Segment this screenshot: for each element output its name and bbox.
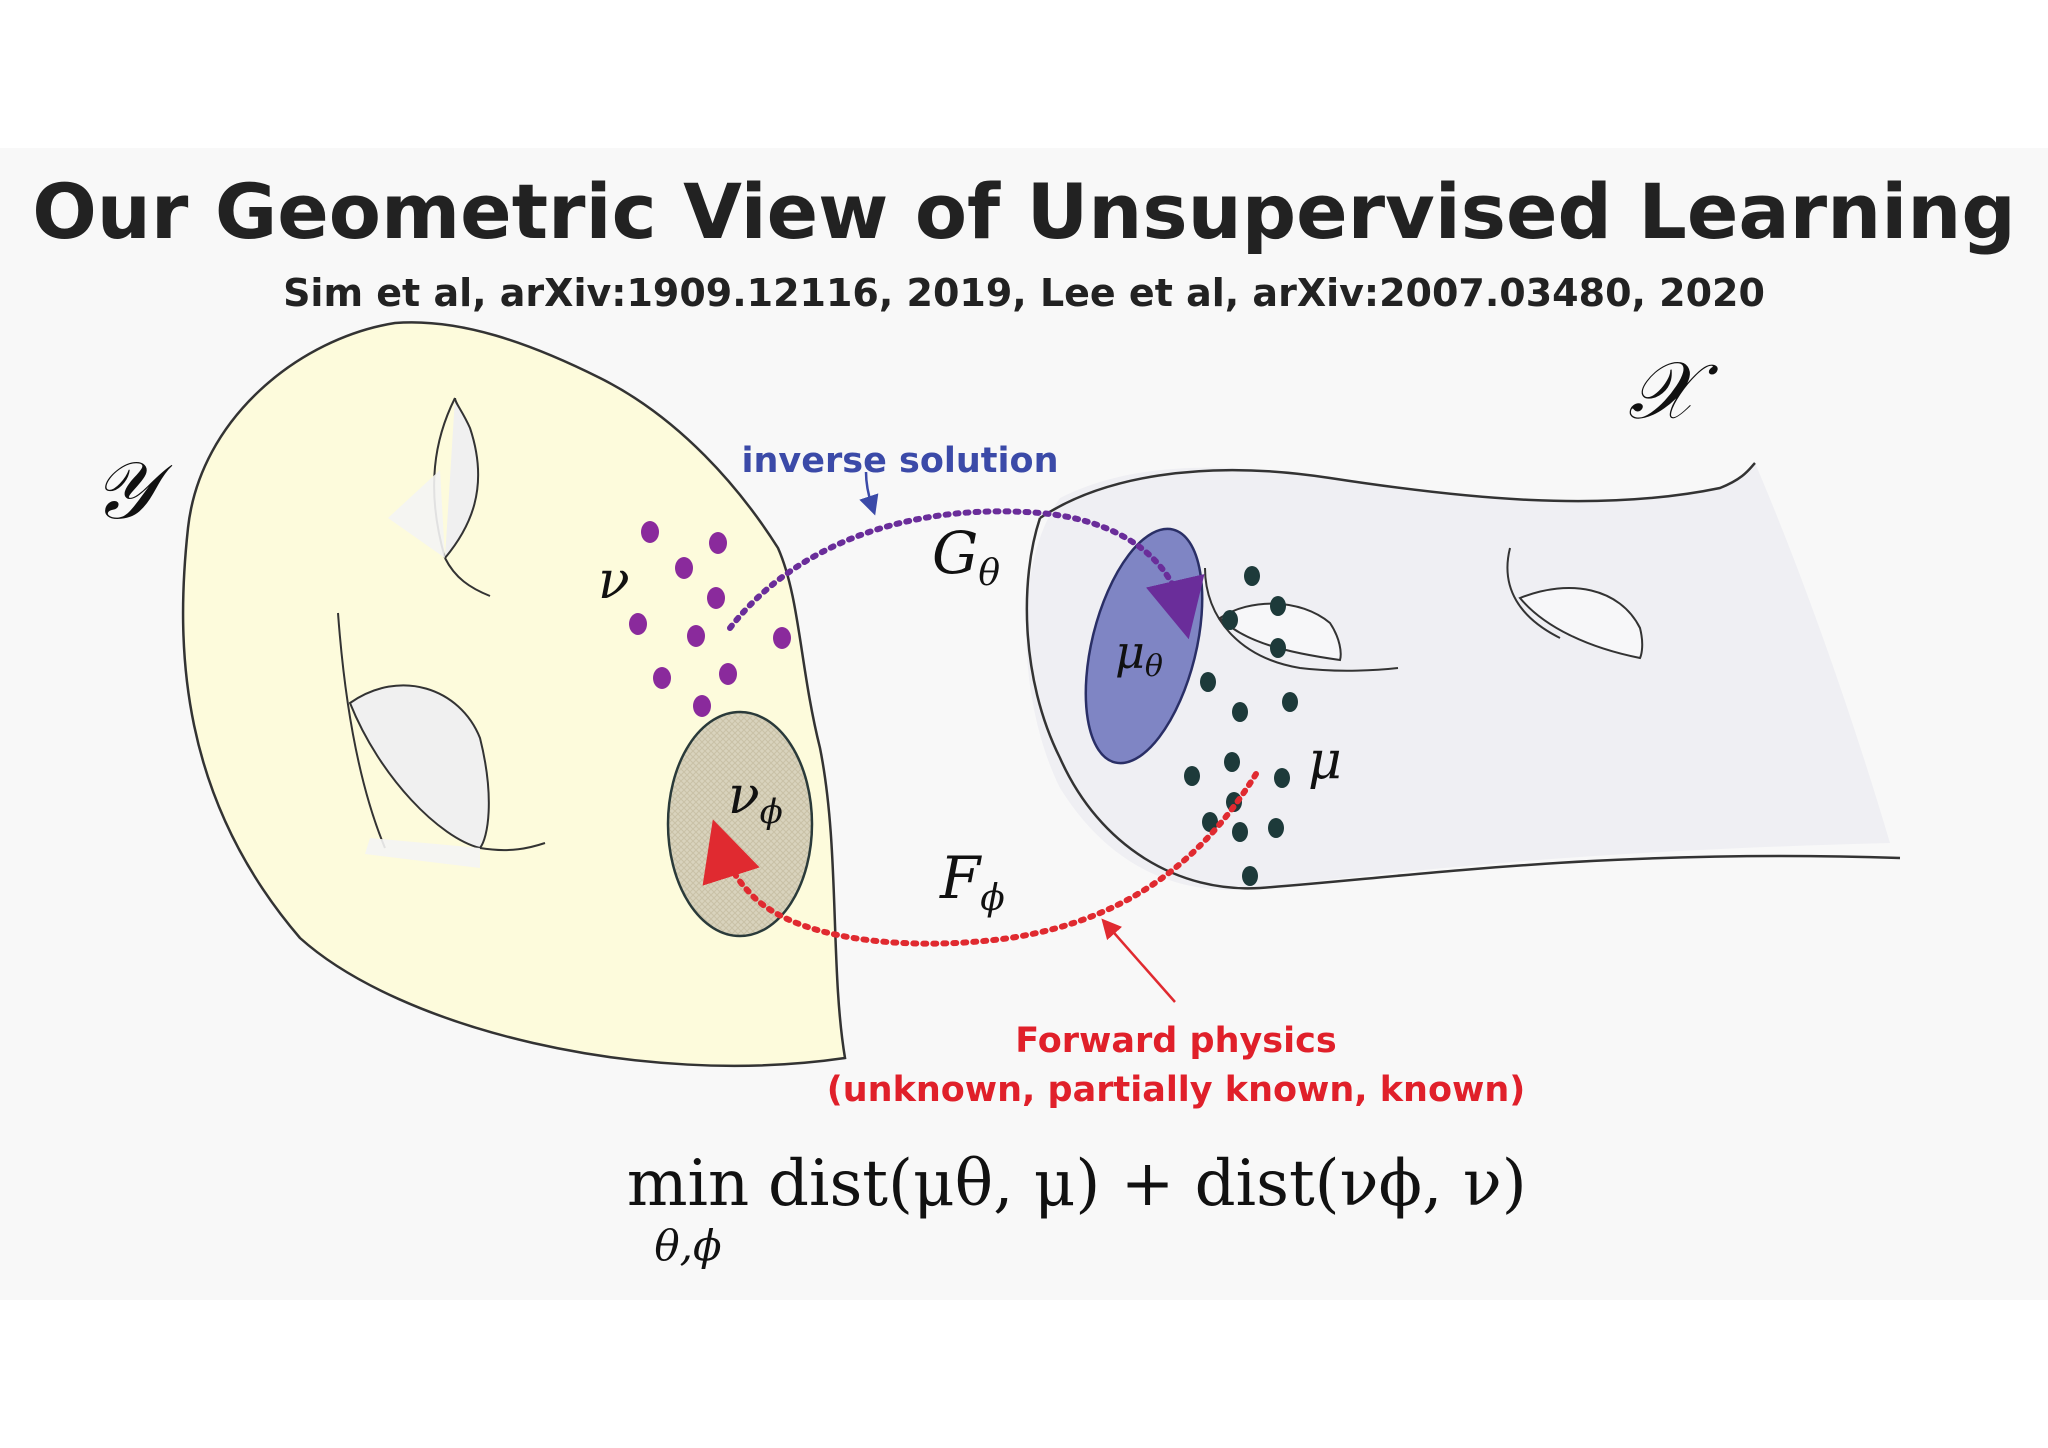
inverse-map-arrow <box>727 508 1205 640</box>
manifold-x <box>1025 462 1901 890</box>
mu-theta-label: μθ <box>1115 625 1163 684</box>
nu-label: ν <box>598 551 630 611</box>
formula-body: dist(μθ, μ) + dist(νϕ, ν) <box>768 1147 1527 1221</box>
forward-physics-note: (unknown, partially known, known) <box>827 1070 1526 1110</box>
mu-label: μ <box>1308 731 1342 791</box>
forward-physics-label: Forward physics <box>1015 1021 1336 1061</box>
nu-phi-label: νϕ <box>728 766 783 832</box>
g-theta-label: Gθ <box>932 519 1000 594</box>
diagram: Our Geometric View of Unsupervised Learn… <box>32 167 2016 1270</box>
inverse-pointer <box>859 471 879 516</box>
slide: Our Geometric View of Unsupervised Learn… <box>0 148 2048 1300</box>
objective-formula: min θ,ϕ dist(μθ, μ) + dist(νϕ, ν) <box>627 1147 1527 1270</box>
formula-min: min <box>627 1147 749 1221</box>
citation: Sim et al, arXiv:1909.12116, 2019, Lee e… <box>283 271 1765 315</box>
forward-map-arrow <box>702 771 1259 947</box>
page-title: Our Geometric View of Unsupervised Learn… <box>32 167 2016 256</box>
forward-pointer <box>1101 918 1176 1003</box>
nu-samples <box>629 521 791 717</box>
formula-min-subscript: θ,ϕ <box>654 1221 721 1270</box>
f-phi-label: Fϕ <box>939 844 1005 919</box>
manifold-y-label: 𝒴 <box>92 444 173 537</box>
manifold-y <box>181 321 847 1067</box>
manifold-x-label: 𝒳 <box>1628 344 1719 437</box>
inverse-solution-label: inverse solution <box>742 441 1059 481</box>
